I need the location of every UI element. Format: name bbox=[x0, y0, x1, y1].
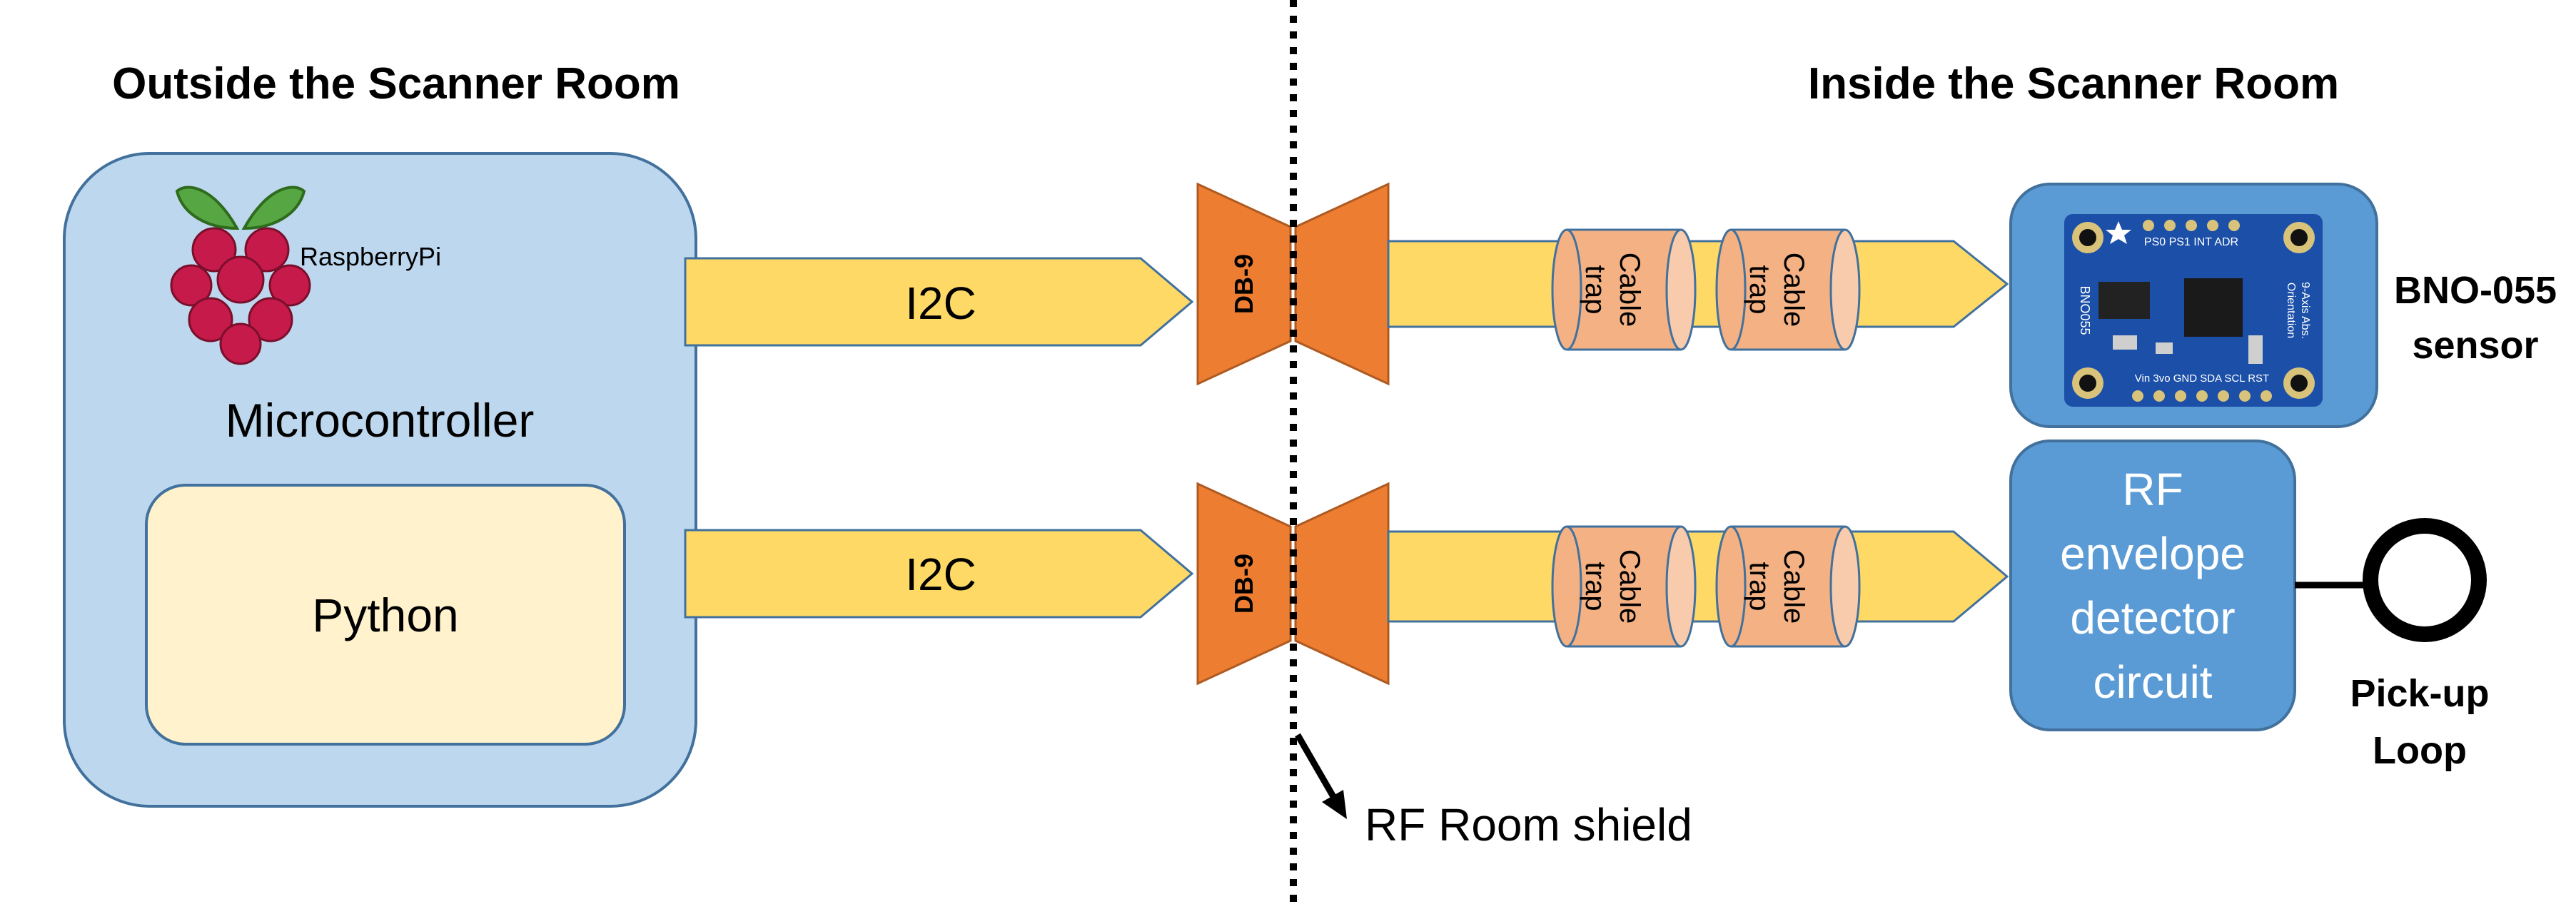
cable-trap-text-1: Cable bbox=[1778, 253, 1809, 327]
heading-outside: Outside the Scanner Room bbox=[112, 59, 680, 108]
detector-line4: circuit bbox=[2093, 656, 2212, 708]
cable-trap-text-1: Cable bbox=[1614, 253, 1645, 327]
cable-trap-text-1: Cable bbox=[1614, 549, 1645, 624]
rf-room-shield-label: RF Room shield bbox=[1365, 799, 1692, 850]
pickup-label-line1: Pick-up bbox=[2350, 672, 2489, 715]
heading-inside: Inside the Scanner Room bbox=[1808, 59, 2339, 108]
bno055-sensor-block: PS0 PS1 INT ADR Vin 3vo GND SDA SCL RST … bbox=[2009, 183, 2378, 428]
cable-arrow-bottom bbox=[1387, 530, 2009, 623]
board-side-right-2: Orientation bbox=[2285, 283, 2297, 338]
star-icon bbox=[2106, 221, 2131, 244]
sensor-label-line2: sensor bbox=[2412, 324, 2538, 367]
board-side-left: BNO055 bbox=[2078, 285, 2092, 335]
db9-connector-right-top bbox=[1294, 182, 1390, 386]
cable-trap-text-1: Cable bbox=[1778, 549, 1809, 624]
db9-label-top: DB-9 bbox=[1229, 254, 1258, 314]
db9-connector-right-bottom bbox=[1294, 482, 1390, 686]
pickup-label-line2: Loop bbox=[2373, 729, 2467, 772]
sensor-label-line1: BNO-055 bbox=[2394, 269, 2557, 312]
db9-connector-left-bottom bbox=[1196, 482, 1292, 686]
cable-arrow-top bbox=[1387, 240, 2009, 328]
detector-line3: detector bbox=[2070, 592, 2235, 644]
i2c-label-bottom: I2C bbox=[905, 549, 976, 600]
cable-trap-text-2: trap bbox=[1744, 562, 1775, 611]
pickup-loop-icon bbox=[2363, 518, 2487, 642]
top-link: I2C DB-9 Cable trap Cable trap bbox=[684, 182, 2009, 386]
cable-trap-bottom-2: Cable trap bbox=[1715, 525, 1861, 648]
cable-trap-text-2: trap bbox=[1580, 562, 1611, 611]
python-label: Python bbox=[312, 589, 458, 641]
db9-connector-left-top bbox=[1196, 182, 1292, 386]
raspberry-pi-logo-icon bbox=[170, 186, 311, 365]
raspberry-pi-wordmark: RaspberryPi bbox=[300, 242, 441, 271]
microcontroller-label: Microcontroller bbox=[226, 394, 535, 447]
db9-label-bottom: DB-9 bbox=[1229, 554, 1258, 614]
rf-detector-block: RF envelope detector circuit bbox=[2009, 440, 2296, 731]
bottom-link: I2C DB-9 Cable trap Cable trap bbox=[684, 482, 2009, 686]
detector-line2: envelope bbox=[2060, 528, 2246, 579]
python-box bbox=[145, 484, 626, 746]
cable-trap-top-2: Cable trap bbox=[1715, 228, 1861, 351]
i2c-arrow-bottom bbox=[684, 529, 1194, 619]
board-top-pins: PS0 PS1 INT ADR bbox=[2144, 236, 2238, 248]
shield-pointer-arrow-icon bbox=[1295, 733, 1347, 819]
cable-trap-text-2: trap bbox=[1580, 265, 1611, 315]
cable-trap-text-2: trap bbox=[1744, 265, 1775, 315]
board-bottom-pins: Vin 3vo GND SDA SCL RST bbox=[2135, 372, 2269, 385]
board-side-right-1: 9-Axis Abs. bbox=[2299, 282, 2311, 339]
i2c-arrow-top bbox=[684, 257, 1194, 347]
cable-trap-top-1: Cable trap bbox=[1551, 228, 1697, 351]
i2c-label-top: I2C bbox=[905, 278, 976, 329]
microcontroller-block: RaspberryPi Microcontroller Python bbox=[63, 152, 697, 808]
cable-trap-bottom-1: Cable trap bbox=[1551, 525, 1697, 648]
bno055-board-image: PS0 PS1 INT ADR Vin 3vo GND SDA SCL RST … bbox=[2064, 214, 2323, 407]
detector-line1: RF bbox=[2122, 464, 2183, 515]
